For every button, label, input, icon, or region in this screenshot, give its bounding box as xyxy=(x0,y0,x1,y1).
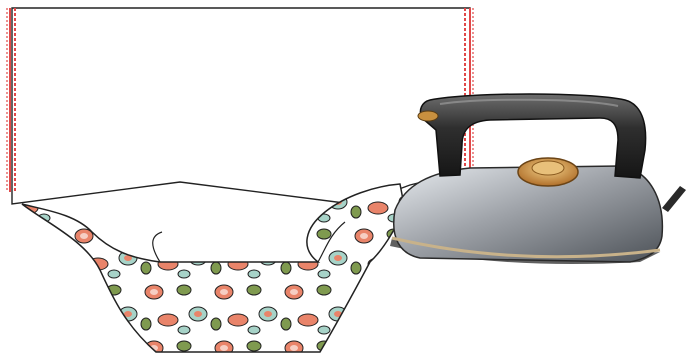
steam-iron-icon xyxy=(390,93,686,264)
fabric-panel xyxy=(6,7,474,205)
patterned-fabric xyxy=(21,183,406,353)
